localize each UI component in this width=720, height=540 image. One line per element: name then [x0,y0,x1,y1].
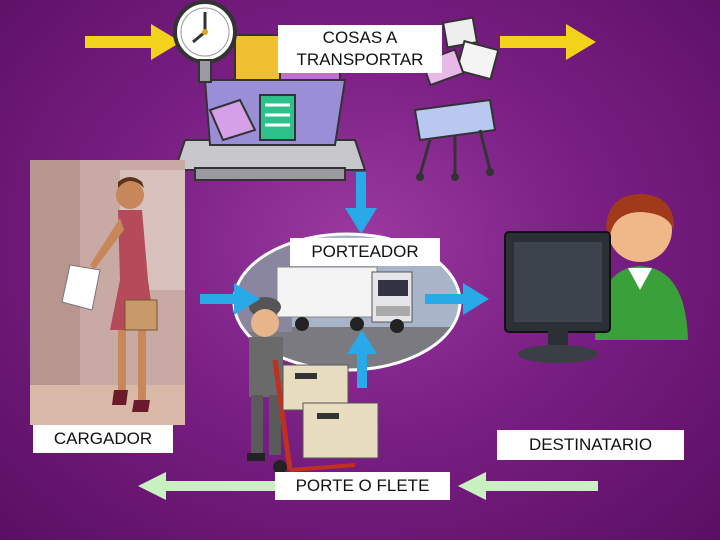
label-cosas-a-transportar: COSAS A TRANSPORTAR [278,25,442,73]
woman-shipper-image [30,160,185,425]
label-destinatario: DESTINATARIO [497,430,684,460]
label-porte-o-flete: PORTE O FLETE [275,472,450,500]
label-cargador: CARGADOR [33,425,173,453]
arrow-right-blue-right [425,283,491,315]
arrow-left-green-left [138,470,278,502]
arrow-down-blue [345,172,377,236]
arrow-up-blue [347,330,377,388]
label-porteador: PORTEADOR [290,238,440,266]
arrow-right-yellow-right [500,22,600,62]
arrow-left-green-right [458,470,598,502]
recipient-computer-clipart [500,190,700,375]
arrow-right-blue-left [200,283,262,315]
